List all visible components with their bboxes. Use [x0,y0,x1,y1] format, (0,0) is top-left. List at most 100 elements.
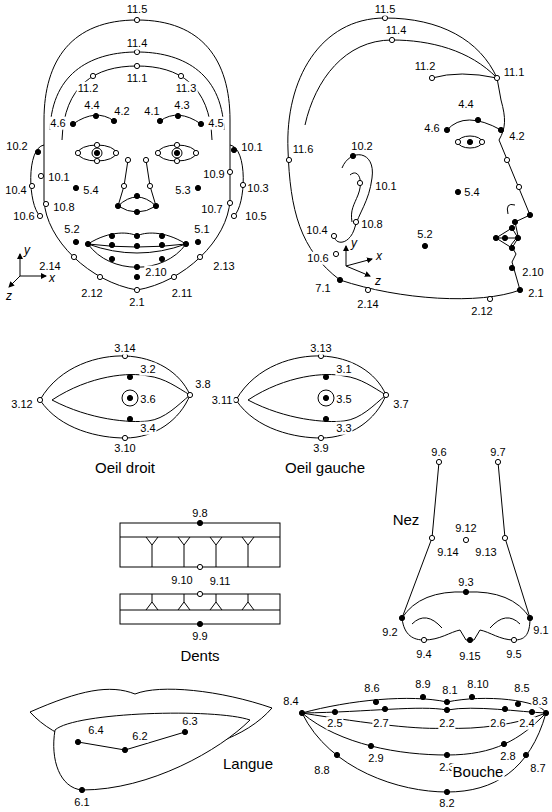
feature-point [323,416,328,421]
point-number: 8.8 [313,764,330,777]
gum-line [120,610,280,611]
feature-point [134,17,139,22]
part-name: Oeil droit [94,459,156,476]
point-number: 9.7 [489,446,506,459]
point-number: 10.7 [200,203,223,216]
feature-point [353,219,358,224]
axis-label: y [23,244,31,258]
feature-point [134,233,139,238]
point-number: 2.7 [372,717,389,730]
feature-point [79,787,84,792]
feature-point [195,239,200,244]
tongue-outline [54,713,250,790]
feature-point [455,189,460,194]
point-number: 9.6 [430,446,447,459]
nose-tip [402,592,530,618]
feature-point [373,699,378,704]
point-number: 4.6 [423,122,440,135]
eye-outline [40,395,190,438]
point-number: 2.10 [521,266,544,279]
feature-point [527,615,532,620]
feature-point [475,117,480,122]
feature-point [155,150,160,155]
iris [318,390,334,406]
point-number: 11.4 [126,37,149,50]
feature-point [299,710,304,715]
point-number: 6.3 [181,715,198,728]
point-number: 3.1 [335,363,352,376]
nose [402,462,530,640]
feature-point [463,537,468,542]
feature-point [197,254,202,259]
feature-point [240,182,245,187]
point-number: 3.11 [211,394,234,407]
lower-teeth [120,594,280,624]
point-number: 9.4 [415,648,432,661]
point-number: 8.5 [513,682,530,695]
feature-point [455,139,460,144]
point-number: 7.1 [314,282,331,295]
feature-point [467,637,472,642]
feature-point [125,157,130,162]
feature-point [175,113,180,118]
feature-point [71,254,76,259]
nose-line [118,160,128,206]
point-number: 11.6 [292,143,315,156]
feature-point [113,150,118,155]
feature-point [75,739,80,744]
point-number: 2.14 [356,298,379,311]
eye [458,136,482,148]
feature-point [147,183,152,188]
feature-point [127,374,132,379]
point-number: 4.3 [173,99,190,112]
feature-point [134,209,139,214]
feature-point [334,752,339,757]
point-number: 6.1 [73,796,90,809]
head-outline [44,20,230,290]
point-number: 9.13 [474,546,497,559]
lip [496,228,518,248]
point-number: 8.3 [531,695,548,708]
feature-point [227,200,232,205]
feature-point [38,173,43,178]
point-number: 3.3 [335,422,352,435]
teeth [120,523,280,624]
axis-label: y [350,237,358,251]
gum-line [120,537,280,538]
feature-point [463,589,468,594]
feature-point [512,219,517,224]
feature-point [509,245,514,250]
point-number: 5.2 [63,223,80,236]
feature-point [469,694,474,699]
nostril [412,618,520,628]
head-back [288,18,385,280]
eye-outline [236,395,386,438]
feature-point [323,374,328,379]
feature-point [121,183,126,188]
feature-point [422,243,427,248]
point-number: 3.7 [392,398,409,411]
point-number: 10.8 [52,201,75,214]
feature-point [37,213,42,218]
feature-point [143,157,148,162]
point-number: 4.1 [143,105,160,118]
feature-point [94,150,99,155]
feature-point [73,185,78,190]
point-number: 11.2 [77,82,100,95]
feature-point [350,153,355,158]
point-number: 3.5 [335,393,352,406]
feature-point [318,435,323,440]
feature-point [502,235,507,240]
feature-point [197,564,202,569]
axis-arrow [346,266,370,276]
feature-point [109,256,114,261]
feature-point [43,201,48,206]
point-number: 9.15 [458,650,481,663]
point-number: 4.2 [508,130,525,143]
feature-point [436,459,441,464]
point-number: 2.9 [367,752,384,765]
side-view [288,18,530,299]
point-number: 10.4 [4,184,27,197]
iris [122,390,138,406]
